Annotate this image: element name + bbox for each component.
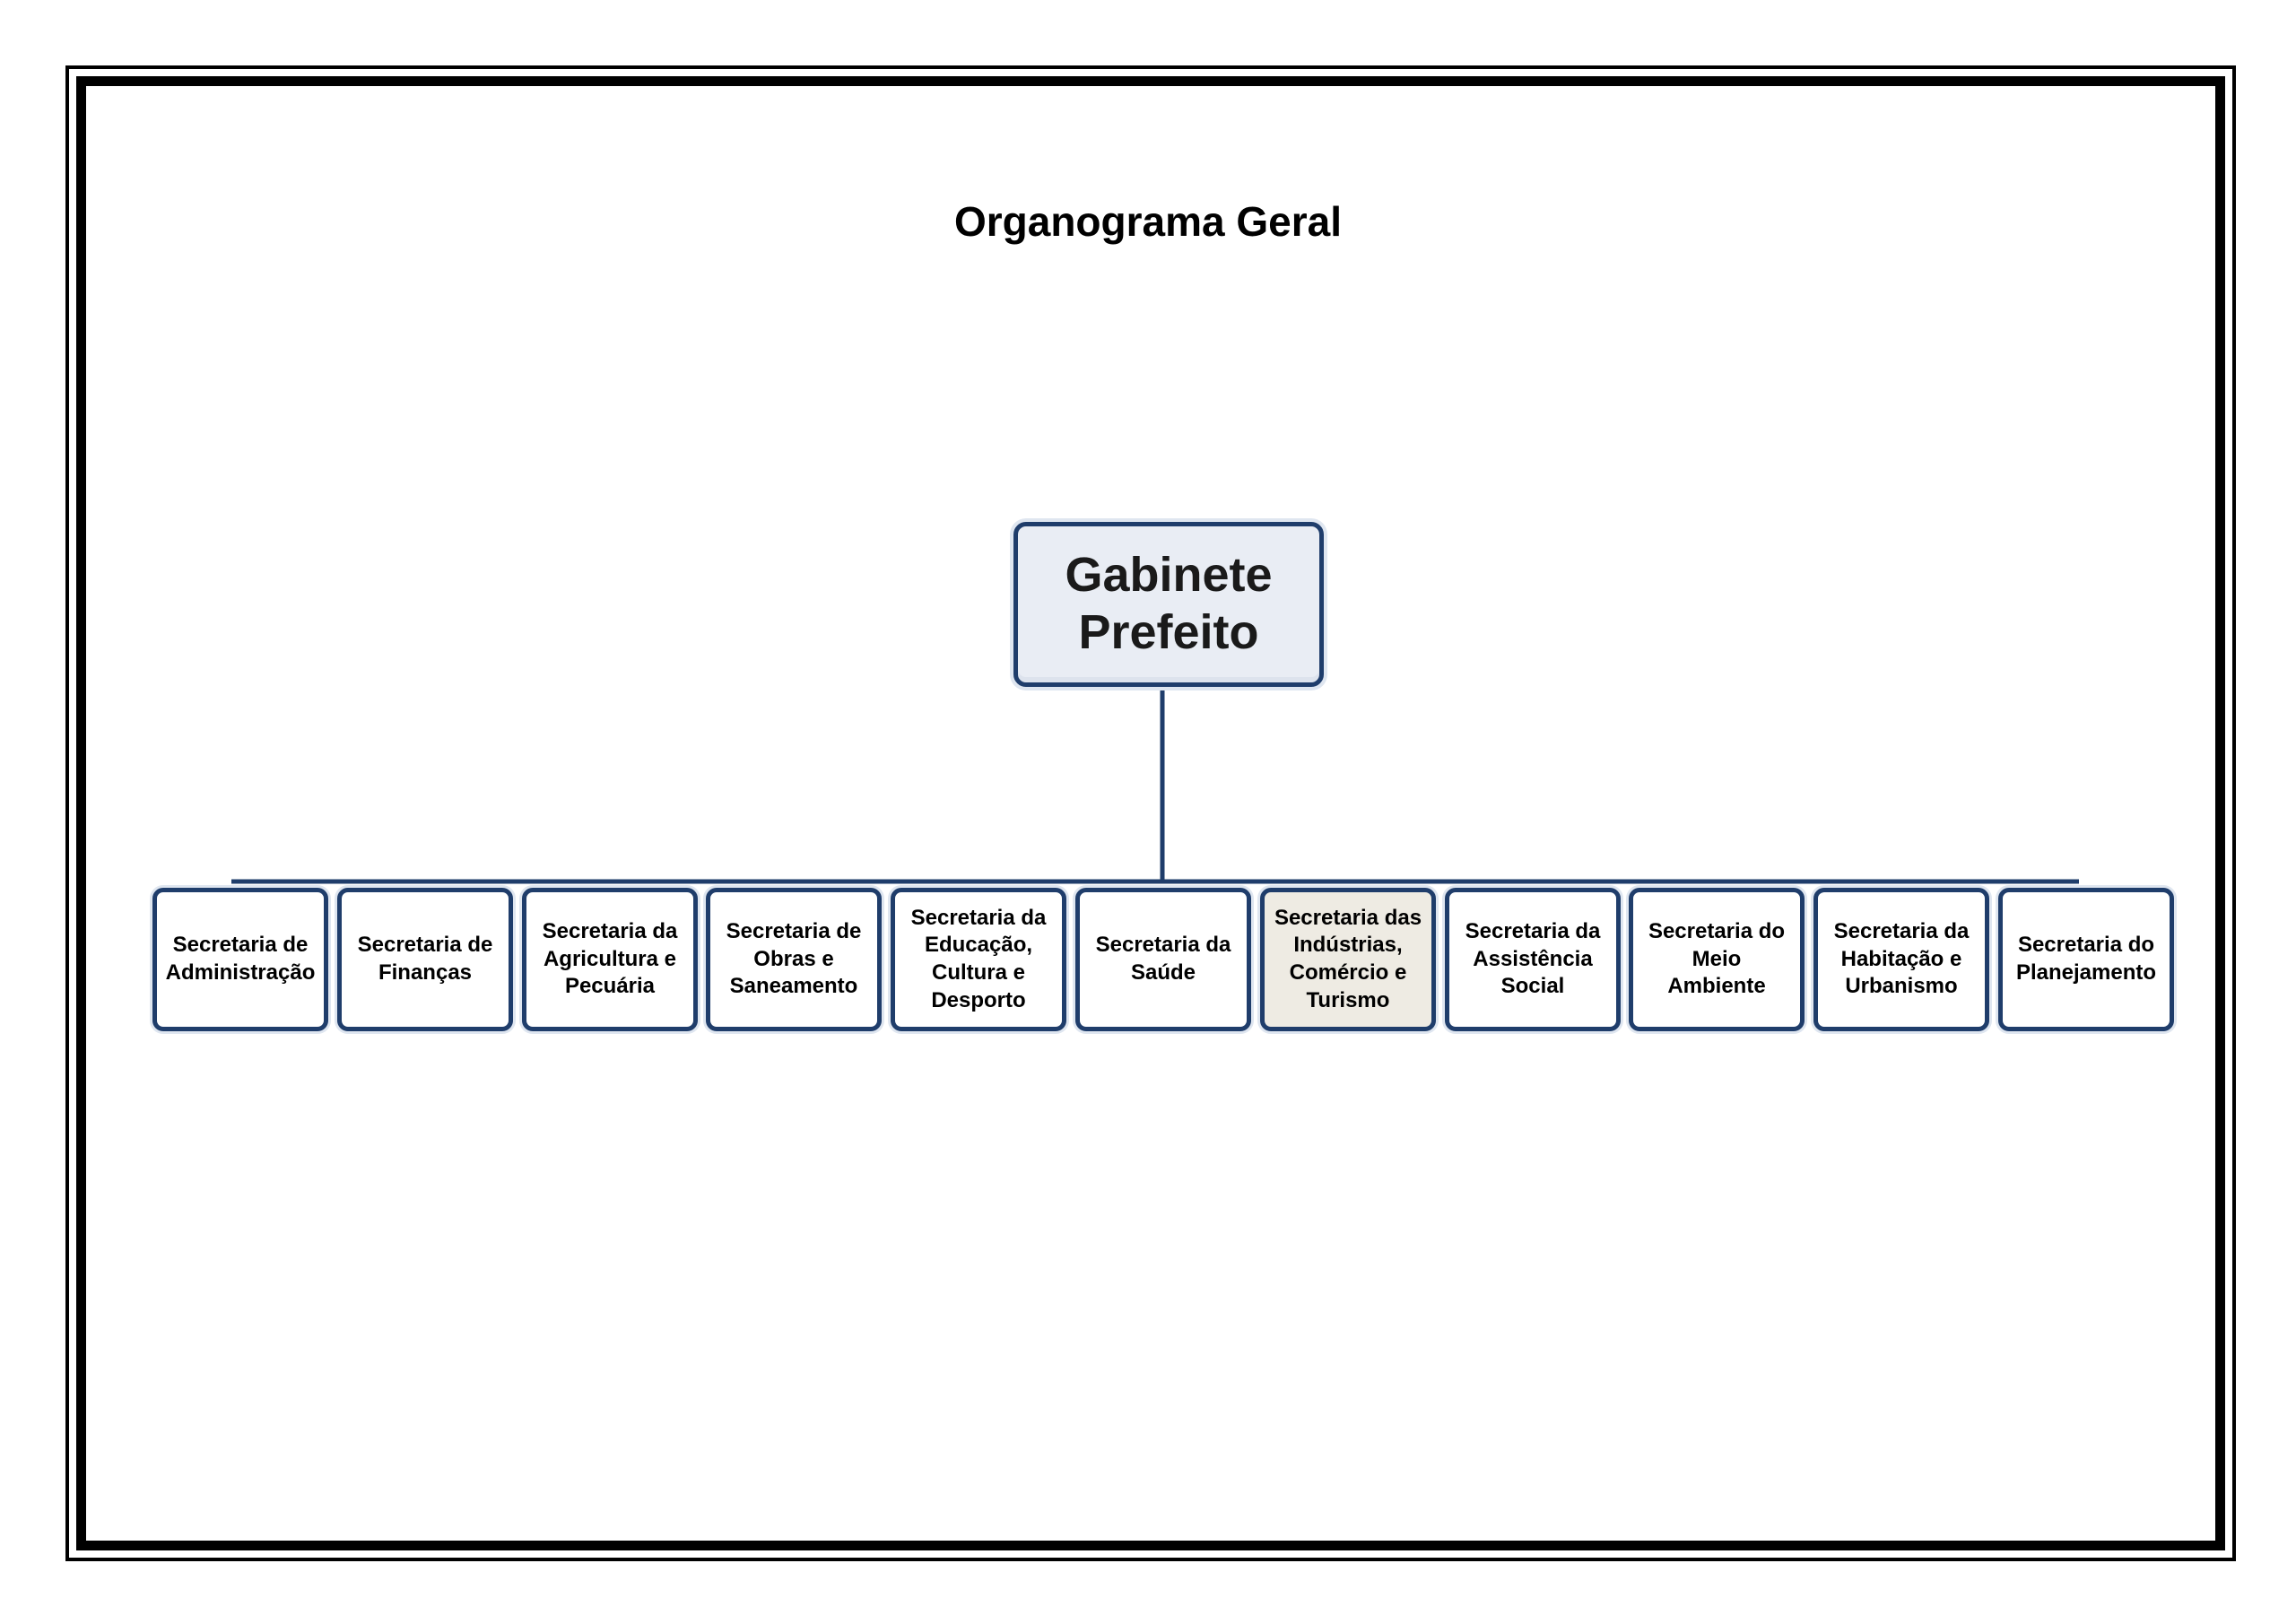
- org-node-label: Secretaria da Saúde: [1095, 933, 1231, 985]
- org-node-label: Secretaria de Finanças: [357, 933, 493, 985]
- org-node-secretaria: Secretaria do Planejamento: [1998, 888, 2174, 1031]
- org-node-secretaria: Secretaria de Administração: [152, 888, 328, 1031]
- org-node-label: Secretaria da Educação, Cultura e Despor…: [910, 905, 1047, 1012]
- org-node-secretaria: Secretaria da Saúde: [1075, 888, 1251, 1031]
- org-node-secretaria: Secretaria da Habitação e Urbanismo: [1813, 888, 1989, 1031]
- org-node-label: Secretaria da Agricultura e Pecuária: [542, 918, 678, 999]
- org-node-secretaria: Secretaria da Agricultura e Pecuária: [522, 888, 698, 1031]
- secretarias-row: Secretaria de Administração Secretaria de…: [152, 888, 2174, 1031]
- org-node-label: Secretaria das Indústrias, Comércio e Tu…: [1274, 905, 1422, 1012]
- page-border-inner: [76, 76, 2225, 1550]
- org-node-label: Secretaria de Administração: [165, 933, 316, 985]
- org-node-secretaria: Secretaria de Finanças: [337, 888, 513, 1031]
- org-node-secretaria: Secretaria do Meio Ambiente: [1629, 888, 1805, 1031]
- page-title: Organograma Geral: [953, 198, 1343, 245]
- org-node-label: Secretaria da Habitação e Urbanismo: [1833, 918, 1970, 999]
- org-node-label: Secretaria da Assistência Social: [1465, 918, 1601, 999]
- org-node-secretaria: Secretaria de Obras e Saneamento: [706, 888, 882, 1031]
- org-node-label: Gabinete Prefeito: [1065, 548, 1273, 659]
- org-node-secretaria: Secretaria da Assistência Social: [1445, 888, 1621, 1031]
- org-node-gabinete-prefeito: Gabinete Prefeito: [1013, 522, 1324, 687]
- org-node-label: Secretaria de Obras e Saneamento: [726, 918, 862, 999]
- org-node-label: Secretaria do Planejamento: [2015, 933, 2157, 985]
- page-border-outer: [65, 65, 2236, 1561]
- org-node-secretaria: Secretaria da Educação, Cultura e Despor…: [891, 888, 1066, 1031]
- org-node-secretaria: Secretaria das Indústrias, Comércio e Tu…: [1260, 888, 1436, 1031]
- org-node-label: Secretaria do Meio Ambiente: [1648, 918, 1786, 999]
